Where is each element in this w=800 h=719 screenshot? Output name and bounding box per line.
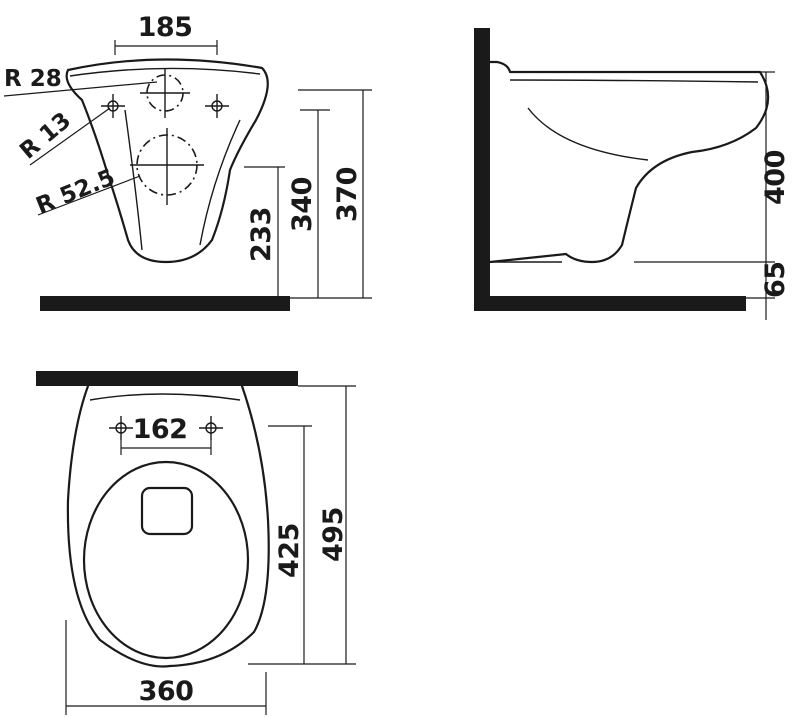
front-view: 185 R 28 R 13 R 52.5 233 340 370	[3, 12, 372, 311]
label-r525: R 52.5	[33, 165, 119, 220]
side-view: 400 65	[474, 28, 791, 320]
top-view: 162 425 495 360	[36, 371, 356, 715]
front-bolt-right	[205, 94, 229, 118]
side-rim-inner	[509, 79, 759, 83]
front-bolt-left	[101, 94, 125, 118]
dim-495-label: 495	[318, 507, 349, 562]
top-bolt-right	[199, 416, 223, 440]
dim-400-label: 400	[760, 150, 791, 205]
front-trap-curve	[124, 109, 143, 251]
leader-r525	[37, 175, 141, 216]
side-bowl-outline	[488, 60, 770, 264]
dim-65-label: 65	[760, 261, 791, 298]
leader-r13	[29, 107, 111, 166]
top-bolt-left	[109, 416, 133, 440]
front-trap-curve-right	[199, 119, 241, 246]
dim-425-label: 425	[274, 523, 305, 578]
side-wall-bar	[474, 28, 490, 310]
dim-162-label: 162	[133, 414, 188, 445]
top-seat-opening	[82, 460, 250, 660]
leader-r28	[3, 81, 158, 97]
dim-185-label: 185	[138, 12, 193, 43]
top-wall-bar	[36, 371, 298, 386]
top-back-curve	[89, 393, 241, 401]
front-floor-bar	[40, 296, 290, 311]
top-bowl-outline	[66, 384, 270, 668]
dim-370-label: 370	[332, 167, 363, 222]
top-outlet-square	[140, 486, 194, 536]
label-r28: R 28	[4, 66, 62, 92]
dim-360-label: 360	[139, 676, 194, 707]
side-floor-bar	[474, 296, 746, 311]
dim-340-label: 340	[287, 177, 318, 232]
side-bowl-inner	[527, 107, 649, 161]
label-r13: R 13	[15, 108, 76, 165]
dim-233-label: 233	[246, 207, 277, 262]
front-bowl-outline	[65, 58, 269, 264]
